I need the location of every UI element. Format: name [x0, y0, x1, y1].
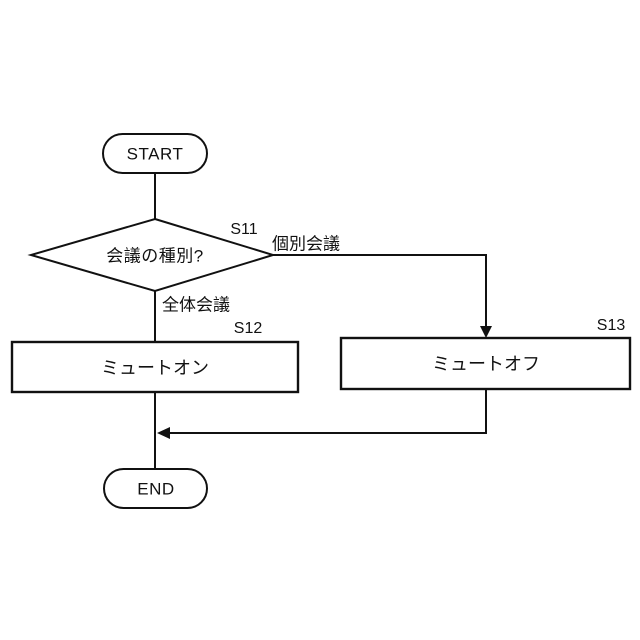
arrowhead-down-icon: [480, 326, 492, 338]
decision-label: 会議の種別?: [106, 246, 204, 266]
mute-off-box-shape: [339, 336, 632, 391]
decision-diamond-shape: [27, 217, 277, 293]
step-label-s13: S13: [596, 317, 626, 334]
step-label-s12: S12: [233, 320, 263, 337]
edge-decision-to-mute-off: [273, 254, 487, 327]
mute-on-box-shape: [10, 340, 300, 394]
start-label: START: [126, 144, 184, 164]
branch-label-whole: 全体会議: [162, 295, 230, 315]
mute-on-label: ミュートオン: [101, 358, 209, 378]
edge-mute-off-to-merge: [169, 389, 487, 434]
branch-label-individual: 個別会議: [272, 234, 340, 254]
mute-off-label: ミュートオフ: [432, 354, 540, 374]
end-label: END: [137, 479, 175, 499]
end-terminator-shape: [103, 468, 208, 509]
step-label-s11: S11: [230, 221, 258, 238]
arrowhead-left-icon: [157, 427, 170, 439]
start-terminator-shape: [102, 133, 208, 174]
